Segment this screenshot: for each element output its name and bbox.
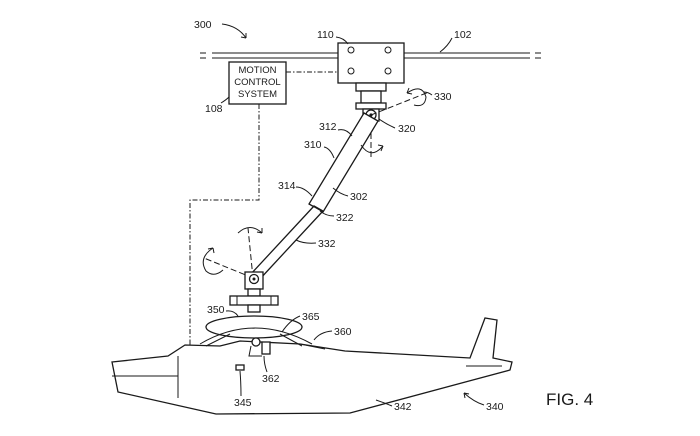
ref-108: 108 xyxy=(205,103,223,115)
reference-numerals: 300 110 102 108 330 312 320 310 314 302 … xyxy=(194,19,504,413)
ref-110: 110 xyxy=(317,29,334,41)
ref-322: 322 xyxy=(336,212,354,224)
ref-340: 340 xyxy=(486,401,504,413)
ref-102: 102 xyxy=(454,29,472,41)
figure-label: FIG. 4 xyxy=(546,390,593,409)
ref-350: 350 xyxy=(207,304,225,316)
telescopic-arm xyxy=(248,112,379,281)
ref-314: 314 xyxy=(278,180,296,192)
leader-lines xyxy=(220,23,485,407)
airframe xyxy=(111,317,513,415)
wrist-mount xyxy=(229,271,279,313)
ref-312: 312 xyxy=(319,121,337,133)
box-line-3: SYSTEM xyxy=(238,89,277,100)
ref-365: 365 xyxy=(302,311,320,323)
box-line-2: CONTROL xyxy=(234,77,280,88)
motion-control-system-box: MOTION CONTROL SYSTEM xyxy=(228,61,287,105)
ref-302: 302 xyxy=(350,191,368,203)
ref-342: 342 xyxy=(394,401,412,413)
rotation-axes xyxy=(203,91,430,279)
ref-310: 310 xyxy=(304,139,322,151)
ref-345: 345 xyxy=(234,397,252,409)
cockpit-area xyxy=(199,315,313,371)
ref-320: 320 xyxy=(398,123,416,135)
rotation-arrows xyxy=(202,87,427,275)
ref-330: 330 xyxy=(434,91,452,103)
ref-300: 300 xyxy=(194,19,212,31)
box-line-1: MOTION xyxy=(239,65,277,76)
carriage xyxy=(337,42,405,122)
ref-360: 360 xyxy=(334,326,352,338)
ref-362: 362 xyxy=(262,373,280,385)
ref-332: 332 xyxy=(318,238,336,250)
